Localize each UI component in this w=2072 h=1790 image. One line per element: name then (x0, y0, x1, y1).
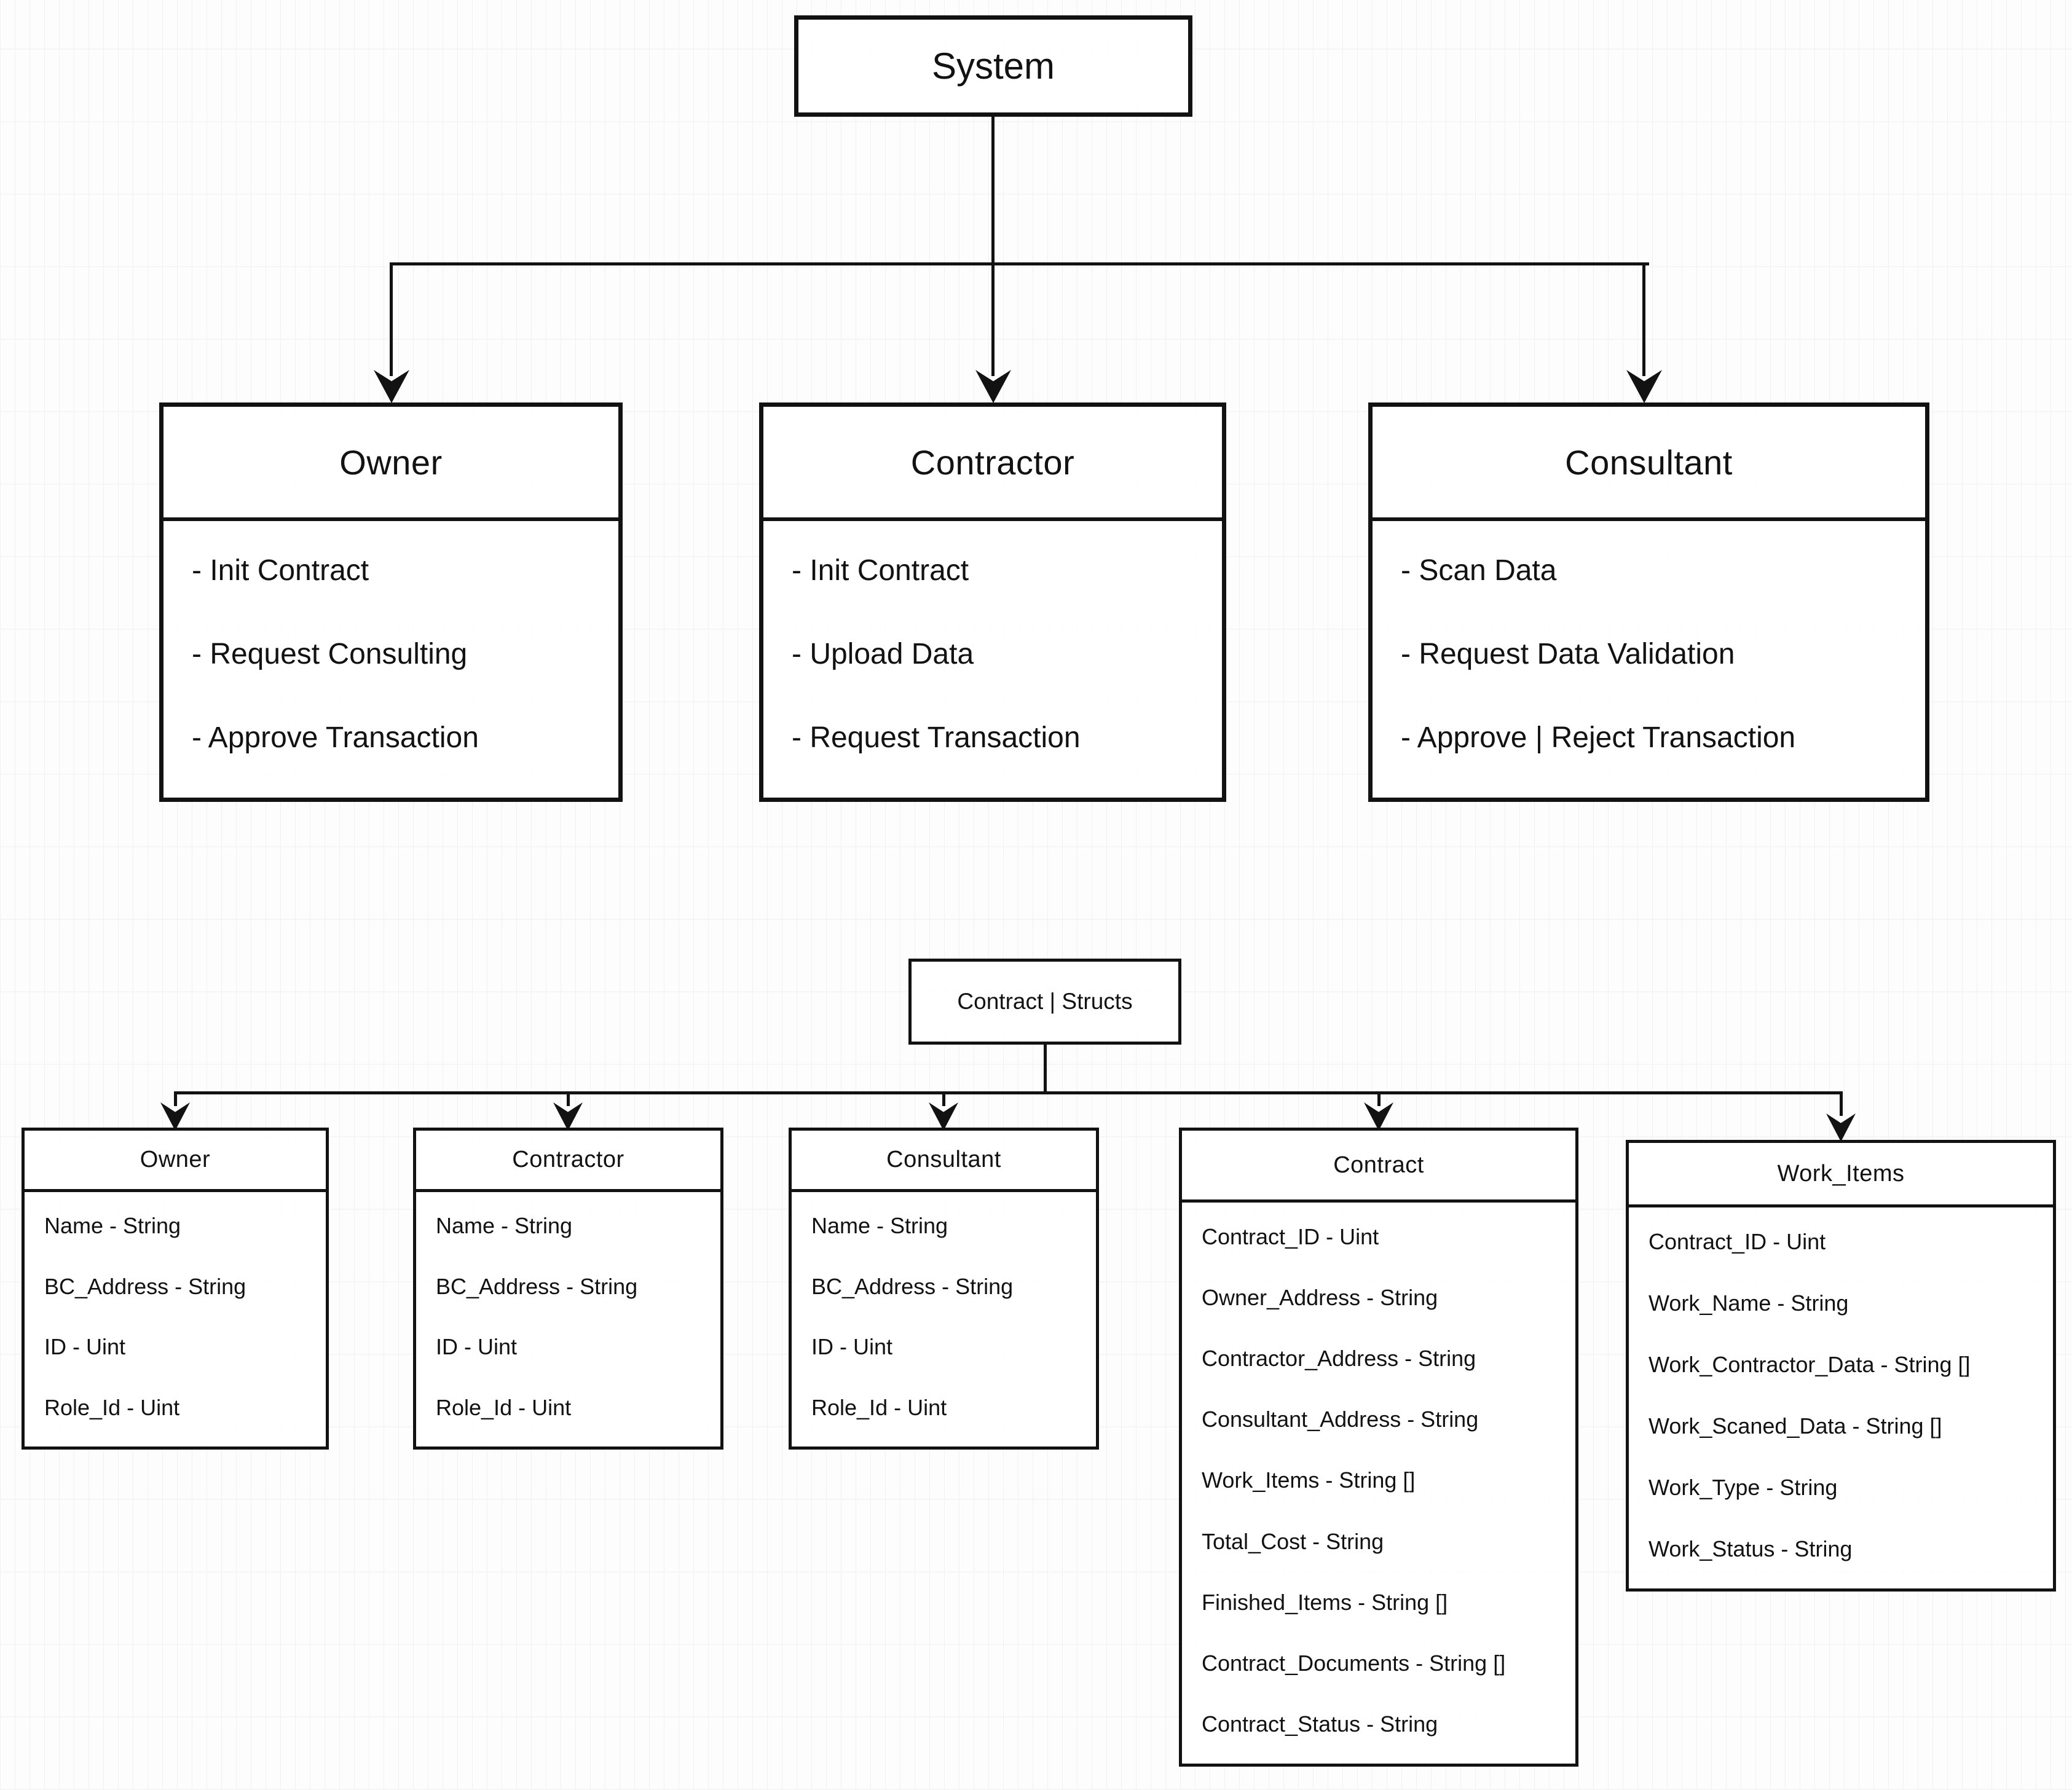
struct-box-consultant: Consultant Name - String BC_Address - St… (789, 1128, 1099, 1450)
field-item: Work_Type - String (1649, 1475, 1838, 1500)
drop-line-struct-contractor (567, 1091, 570, 1106)
drop-line-struct-contract (1377, 1091, 1381, 1106)
arrow-down-icon (160, 1102, 190, 1131)
method-item: - Request Consulting (192, 637, 468, 670)
field-item: BC_Address - String (436, 1273, 638, 1299)
structs-root-box: Contract | Structs (908, 959, 1181, 1045)
struct-box-contractor: Contractor Name - String BC_Address - St… (413, 1128, 723, 1450)
actors-rail-line (390, 262, 1649, 265)
field-item: BC_Address - String (44, 1273, 246, 1299)
system-box: System (794, 15, 1192, 117)
field-item: Role_Id - Uint (436, 1394, 572, 1420)
field-item: Work_Items - String [] (1202, 1467, 1416, 1493)
method-item: - Request Transaction (792, 721, 1081, 754)
field-item: Total_Cost - String (1202, 1528, 1384, 1554)
structs-rail-line (174, 1091, 1841, 1094)
field-item: BC_Address - String (811, 1273, 1014, 1299)
drop-line-struct-consultant (942, 1091, 945, 1106)
method-item: - Request Data Validation (1401, 637, 1735, 670)
struct-box-work-items: Work_Items Contract_ID - Uint Work_Name … (1626, 1140, 2056, 1592)
structs-trunk-line (1044, 1042, 1047, 1094)
box-title: System (931, 45, 1055, 87)
method-item: - Upload Data (792, 637, 974, 670)
box-title: Contract (1182, 1131, 1575, 1203)
method-item: - Init Contract (792, 554, 969, 587)
box-title: Contractor (763, 407, 1222, 521)
field-item: Contractor_Address - String (1202, 1346, 1476, 1372)
drop-line-contractor (991, 262, 995, 376)
box-title: Owner (163, 407, 618, 521)
drop-line-owner (390, 262, 393, 376)
field-item: Contract_Status - String (1202, 1711, 1438, 1737)
field-list: Name - String BC_Address - String ID - U… (25, 1192, 326, 1447)
box-title: Contractor (416, 1131, 720, 1192)
actor-box-consultant: Consultant - Scan Data - Request Data Va… (1368, 402, 1929, 802)
field-item: Role_Id - Uint (44, 1394, 180, 1420)
field-item: Contract_ID - Uint (1649, 1229, 1826, 1254)
field-list: Contract_ID - Uint Owner_Address - Strin… (1182, 1203, 1575, 1764)
field-item: Contract_Documents - String [] (1202, 1651, 1506, 1676)
arrow-down-icon (553, 1102, 583, 1131)
field-list: Name - String BC_Address - String ID - U… (792, 1192, 1096, 1447)
field-item: Name - String (44, 1213, 181, 1239)
actor-box-owner: Owner - Init Contract - Request Consulti… (159, 402, 623, 802)
box-title: Consultant (792, 1131, 1096, 1192)
arrow-down-icon (929, 1102, 958, 1131)
struct-box-owner: Owner Name - String BC_Address - String … (22, 1128, 329, 1450)
field-list: Name - String BC_Address - String ID - U… (416, 1192, 720, 1447)
arrow-down-icon (1826, 1113, 1856, 1142)
field-item: Finished_Items - String [] (1202, 1589, 1448, 1615)
field-item: ID - Uint (44, 1334, 126, 1360)
field-item: ID - Uint (436, 1334, 518, 1360)
system-trunk-line (991, 114, 995, 265)
method-item: - Approve Transaction (192, 721, 479, 754)
struct-box-contract: Contract Contract_ID - Uint Owner_Addres… (1179, 1128, 1578, 1767)
field-item: Owner_Address - String (1202, 1284, 1438, 1310)
box-title: Contract | Structs (957, 989, 1133, 1014)
field-item: Name - String (811, 1213, 948, 1239)
field-item: Contract_ID - Uint (1202, 1223, 1379, 1249)
actor-box-contractor: Contractor - Init Contract - Upload Data… (759, 402, 1226, 802)
field-item: Work_Scaned_Data - String [] (1649, 1413, 1942, 1439)
method-list: - Init Contract - Upload Data - Request … (763, 521, 1222, 798)
field-item: Work_Status - String (1649, 1536, 1853, 1561)
field-list: Contract_ID - Uint Work_Name - String Wo… (1629, 1207, 2053, 1588)
drop-line-struct-workitems (1840, 1091, 1843, 1116)
method-list: - Init Contract - Request Consulting - A… (163, 521, 618, 798)
field-item: ID - Uint (811, 1334, 893, 1360)
arrow-down-icon (1364, 1102, 1393, 1131)
field-item: Name - String (436, 1213, 573, 1239)
method-item: - Init Contract (192, 554, 369, 587)
method-item: - Approve | Reject Transaction (1401, 721, 1796, 754)
box-title: Owner (25, 1131, 326, 1192)
drop-line-consultant (1642, 262, 1645, 376)
method-item: - Scan Data (1401, 554, 1557, 587)
field-item: Role_Id - Uint (811, 1394, 947, 1420)
field-item: Work_Name - String (1649, 1290, 1849, 1316)
box-title: Consultant (1373, 407, 1925, 521)
drop-line-struct-owner (174, 1091, 177, 1106)
field-item: Work_Contractor_Data - String [] (1649, 1352, 1971, 1377)
field-item: Consultant_Address - String (1202, 1407, 1479, 1432)
method-list: - Scan Data - Request Data Validation - … (1373, 521, 1925, 798)
box-title: Work_Items (1629, 1143, 2053, 1207)
